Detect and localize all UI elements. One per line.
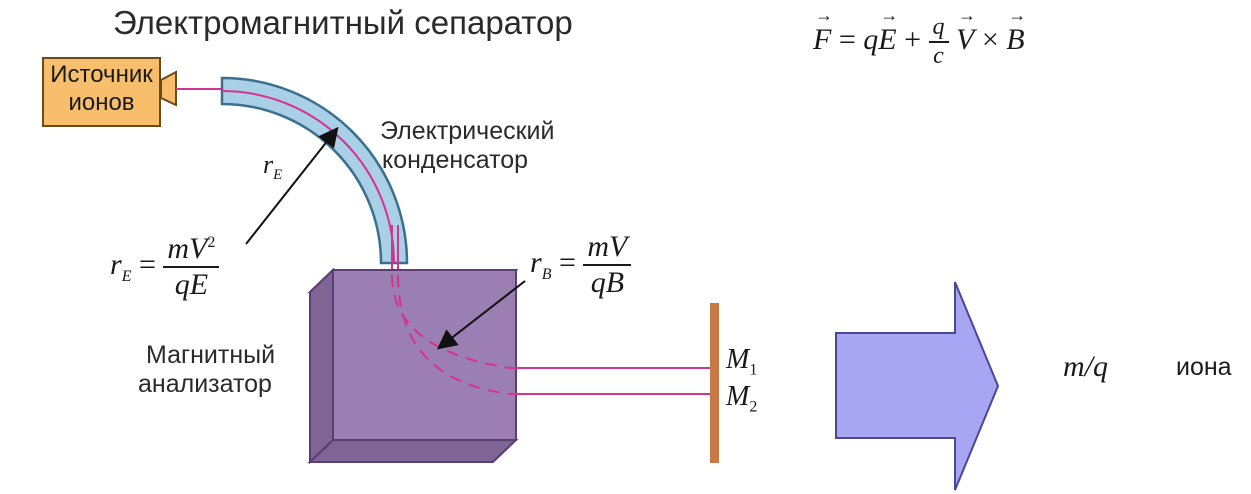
- ion-source-box: [42, 57, 161, 127]
- beam-path-m1: [391, 274, 511, 369]
- ion-beam-arc: [221, 90, 395, 264]
- ratio-word: иона: [1176, 353, 1232, 381]
- detector-label-m1: M1: [726, 344, 758, 379]
- rB-arrow: [436, 280, 526, 350]
- source-nozzle: [160, 70, 177, 107]
- rE-label: rE: [263, 150, 283, 184]
- detector-plate: [710, 303, 719, 463]
- mass-charge-ratio: m/q: [1063, 350, 1108, 383]
- result-arrow: [835, 281, 1000, 491]
- detector-label-m2: M2: [726, 381, 758, 416]
- beam-path-m2: [397, 274, 511, 395]
- diagram-title: Электромагнитный сепаратор: [113, 4, 573, 41]
- rB-formula: rB = mV qB: [530, 230, 632, 300]
- magnet-side: [309, 267, 334, 465]
- rE-arrow: [245, 126, 339, 245]
- rE-formula: rE = mV2 qE: [110, 232, 220, 302]
- electric-condenser: [220, 76, 409, 265]
